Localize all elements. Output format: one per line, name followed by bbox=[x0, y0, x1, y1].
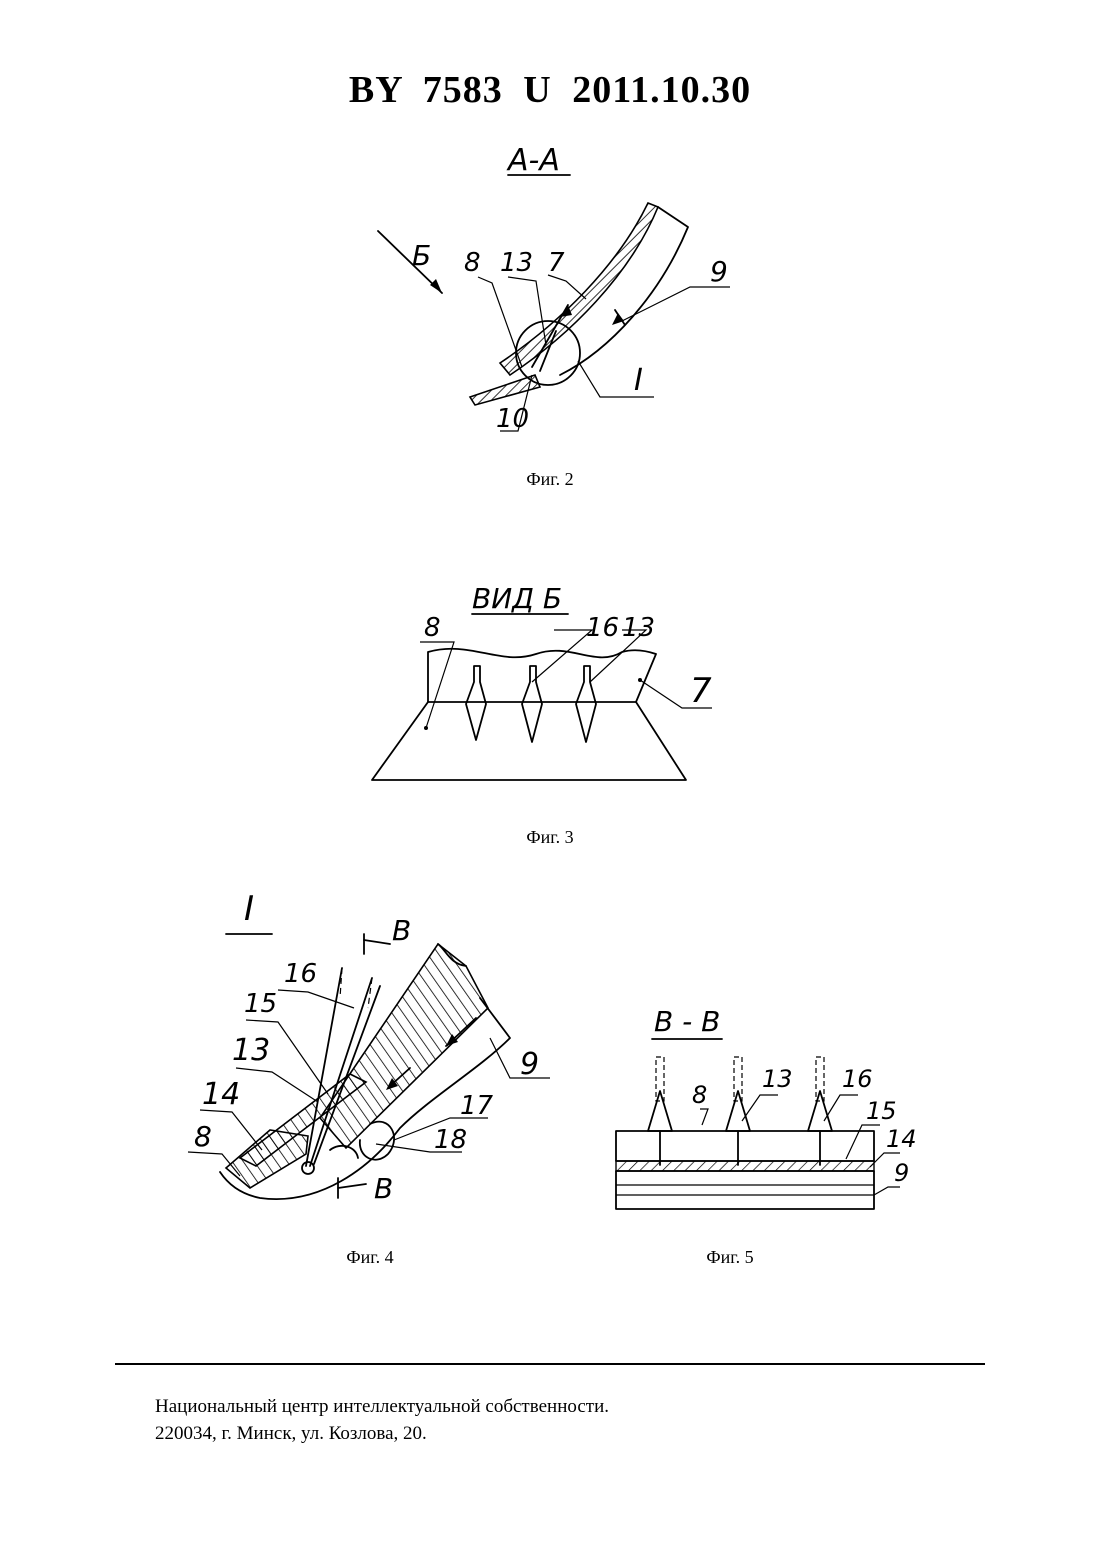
footer: Национальный центр интеллектуальной собс… bbox=[155, 1393, 609, 1447]
figure-2-caption: Фиг. 2 bbox=[490, 469, 610, 490]
figure-5-caption: Фиг. 5 bbox=[670, 1247, 790, 1268]
section-label-view-b: ВИД Б bbox=[472, 582, 562, 615]
view-arrow-label: Б bbox=[412, 239, 431, 272]
figure-4-caption: Фиг. 4 bbox=[310, 1247, 430, 1268]
callout-16: 16 bbox=[586, 613, 619, 643]
figure-2-drawing: А-А Б 8 13 7 9 10 I bbox=[360, 135, 760, 445]
callout-15: 15 bbox=[866, 1097, 897, 1125]
section-label-bb: В - В bbox=[654, 1005, 720, 1038]
callout-7: 7 bbox=[548, 248, 565, 278]
section-label-aa: А-А bbox=[506, 143, 560, 178]
cut-label-bottom: В bbox=[374, 1172, 393, 1205]
callout-15: 15 bbox=[244, 989, 277, 1019]
section-label-i: I bbox=[244, 889, 254, 929]
callout-detail-i: I bbox=[634, 363, 643, 398]
callout-13: 13 bbox=[232, 1033, 270, 1068]
callout-8: 8 bbox=[464, 248, 481, 278]
callout-10: 10 bbox=[496, 404, 529, 434]
footer-line-1: Национальный центр интеллектуальной собс… bbox=[155, 1393, 609, 1420]
callout-14: 14 bbox=[202, 1077, 240, 1112]
footer-divider bbox=[115, 1363, 985, 1365]
callout-18: 18 bbox=[434, 1125, 467, 1155]
callout-16: 16 bbox=[842, 1065, 873, 1093]
callout-14: 14 bbox=[886, 1125, 917, 1153]
needle-group bbox=[466, 666, 596, 742]
figure-5-drawing: В - В 8 13 16 15 14 9 bbox=[600, 995, 930, 1225]
callout-13: 13 bbox=[500, 248, 533, 278]
document-header: BY 7583 U 2011.10.30 bbox=[0, 68, 1100, 112]
cut-label-top: В bbox=[392, 914, 411, 947]
callout-17: 17 bbox=[460, 1091, 494, 1121]
callout-13: 13 bbox=[622, 613, 655, 643]
callout-7: 7 bbox=[690, 671, 712, 711]
figure-4-drawing: I В В 16 15 13 14 8 9 17 18 bbox=[180, 868, 560, 1228]
footer-line-2: 220034, г. Минск, ул. Козлова, 20. bbox=[155, 1420, 609, 1447]
callout-13: 13 bbox=[762, 1065, 793, 1093]
callout-9: 9 bbox=[894, 1159, 909, 1187]
callout-16: 16 bbox=[284, 959, 317, 989]
needle-row bbox=[648, 1057, 832, 1165]
callout-8: 8 bbox=[692, 1081, 707, 1109]
callout-9: 9 bbox=[520, 1047, 539, 1082]
callout-8: 8 bbox=[194, 1120, 212, 1153]
figure-3-drawing: ВИД Б 8 16 13 7 bbox=[360, 570, 740, 790]
figure-3-caption: Фиг. 3 bbox=[490, 827, 610, 848]
callout-9: 9 bbox=[710, 255, 728, 288]
callout-8: 8 bbox=[424, 613, 441, 643]
